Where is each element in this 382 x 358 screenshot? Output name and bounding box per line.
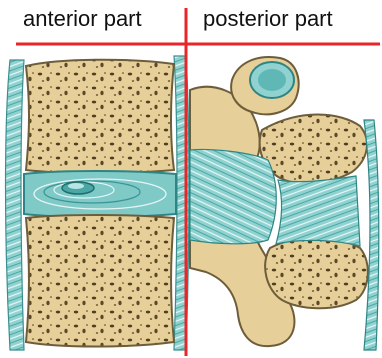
intervertebral-disc: [24, 171, 176, 217]
upper-spinous-process: [260, 115, 367, 184]
articular-process: [231, 57, 298, 114]
lower-vertebral-body: [26, 215, 174, 347]
upper-vertebral-body: [26, 60, 174, 173]
ligamentum-flavum: [190, 149, 276, 243]
lower-spinous-process: [265, 237, 368, 308]
anterior-longitudinal-ligament: [6, 60, 25, 350]
interspinous-ligament: [276, 176, 360, 246]
